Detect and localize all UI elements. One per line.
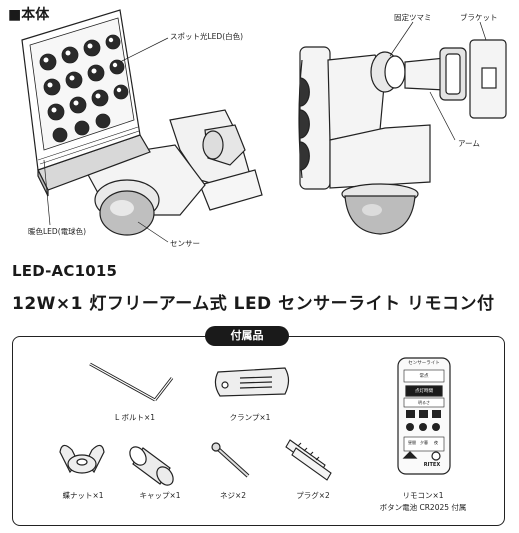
callout-arm: アーム xyxy=(458,139,480,148)
remote-day-label: 昼間 xyxy=(408,440,416,445)
remote-drawing xyxy=(397,357,451,475)
clamp-drawing xyxy=(214,367,290,397)
cap-drawing xyxy=(129,446,174,486)
screw-drawing xyxy=(211,442,250,478)
remote-battery-note: ボタン電池 CR2025 付属 xyxy=(379,503,467,512)
callout-spot-led: スポット光LED(白色) xyxy=(170,32,244,41)
plug-drawing xyxy=(285,439,332,481)
remote-title: センサーライト xyxy=(408,361,440,366)
callout-sensor: センサー xyxy=(170,239,200,248)
model-number: LED-AC1015 xyxy=(12,262,118,280)
accessory-label-remote: リモコン×1 xyxy=(402,491,444,500)
remote-mode-button: 点灯時間 xyxy=(415,389,433,394)
section-title: ■本体 xyxy=(8,7,50,23)
accessory-label-clamp: クランプ×1 xyxy=(229,413,271,422)
callout-warm-led: 暖色LED(電球色) xyxy=(28,227,87,236)
led-array xyxy=(39,34,129,143)
accessory-label-plug: プラグ×2 xyxy=(296,491,330,500)
callout-fixing-knob: 固定ツマミ xyxy=(394,13,432,22)
remote-brand: RITEX xyxy=(423,462,441,468)
accessory-label-cap: キャップ×1 xyxy=(139,491,181,500)
product-title: 12W×1 灯フリーアーム式 LED センサーライト リモコン付 xyxy=(12,294,495,314)
l-bolt-drawing xyxy=(89,362,174,402)
remote-night-label: 夜 xyxy=(434,440,438,445)
wing-nut-drawing xyxy=(59,444,105,474)
remote-dusk-label: 夕暮 xyxy=(420,440,428,445)
accessory-label-wing-nut: 蝶ナット×1 xyxy=(62,491,104,500)
callout-bracket: ブラケット xyxy=(460,13,498,22)
accessory-label-screw: ネジ×2 xyxy=(219,491,247,500)
accessory-label-l-bolt: L ボルト×1 xyxy=(114,413,156,422)
front-view-drawing xyxy=(21,9,263,236)
remote-brightness-label: 明るさ xyxy=(418,400,430,405)
remote-constant-button: 常点 xyxy=(419,374,429,379)
side-view-drawing xyxy=(298,39,507,235)
accessories-header: 付属品 xyxy=(205,326,289,346)
